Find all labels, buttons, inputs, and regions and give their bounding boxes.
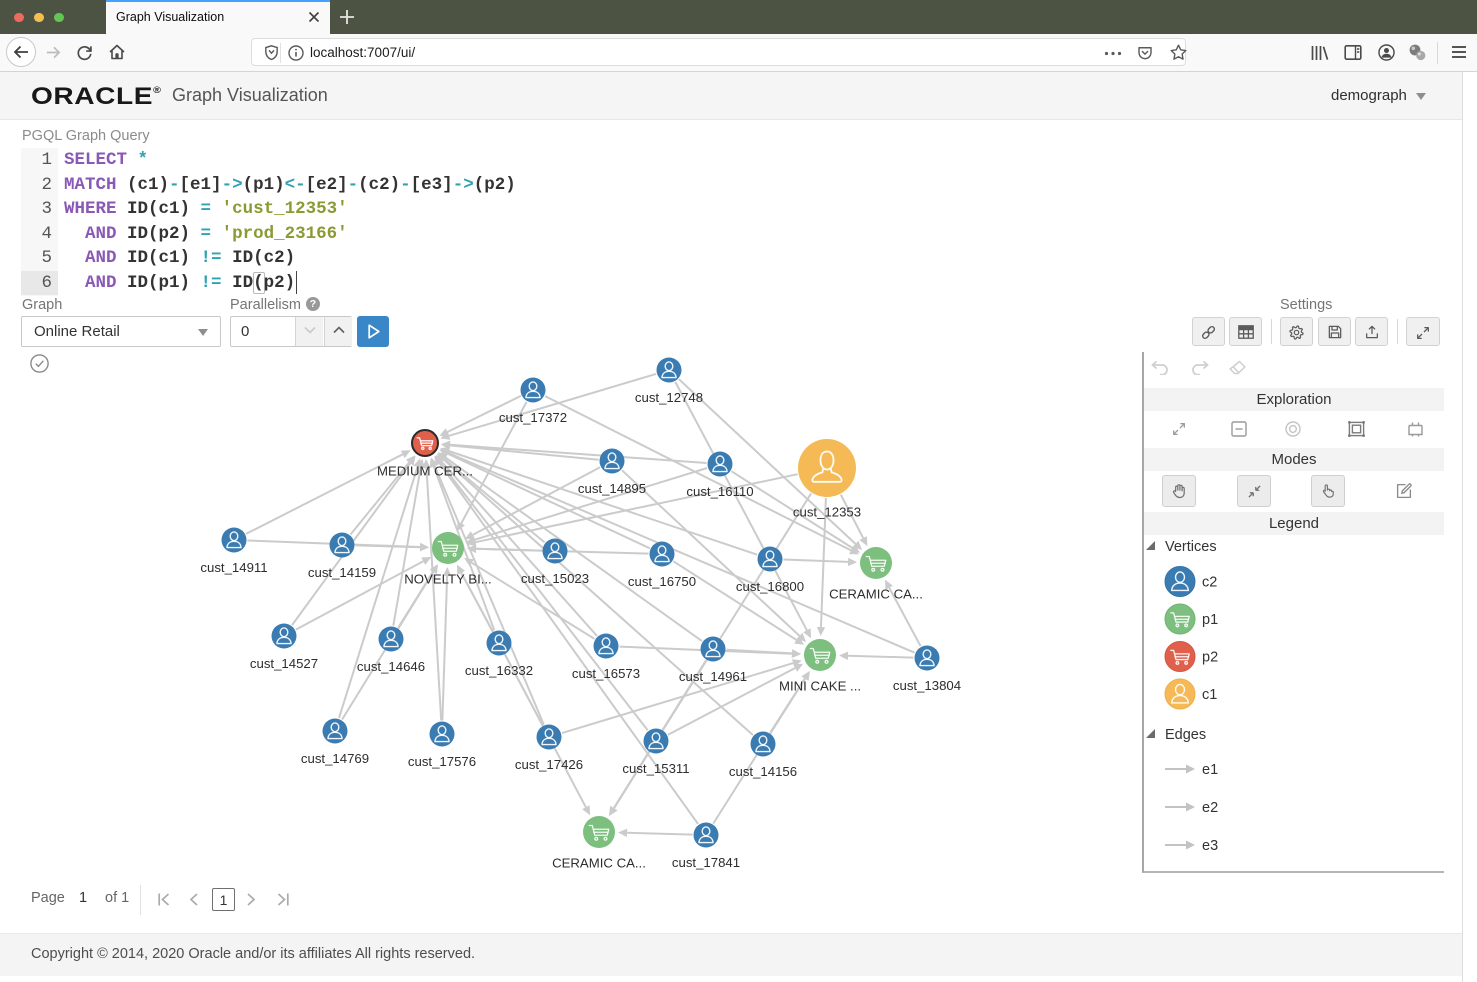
svg-text:NOVELTY BI...: NOVELTY BI...: [404, 572, 491, 587]
svg-text:cust_15311: cust_15311: [622, 761, 689, 776]
svg-text:cust_17426: cust_17426: [515, 757, 583, 772]
svg-text:cust_12748: cust_12748: [635, 390, 703, 405]
svg-text:cust_14156: cust_14156: [729, 764, 797, 779]
svg-text:cust_16750: cust_16750: [628, 574, 696, 589]
svg-text:c1: c1: [1202, 687, 1217, 703]
svg-text:e2: e2: [1202, 800, 1218, 816]
svg-text:cust_16110: cust_16110: [686, 484, 753, 499]
svg-text:cust_17372: cust_17372: [499, 410, 567, 425]
svg-text:cust_14646: cust_14646: [357, 659, 425, 674]
svg-text:cust_12353: cust_12353: [793, 505, 861, 520]
svg-text:cust_14895: cust_14895: [578, 481, 646, 496]
svg-text:p1: p1: [1202, 612, 1218, 628]
svg-text:MEDIUM CER...: MEDIUM CER...: [377, 464, 473, 479]
svg-text:cust_15023: cust_15023: [521, 571, 589, 586]
svg-text:cust_17841: cust_17841: [672, 855, 740, 870]
svg-text:cust_14769: cust_14769: [301, 751, 369, 766]
svg-text:cust_14961: cust_14961: [679, 669, 747, 684]
svg-text:CERAMIC CA...: CERAMIC CA...: [829, 587, 923, 602]
svg-text:c2: c2: [1202, 575, 1217, 591]
svg-text:cust_13804: cust_13804: [893, 678, 961, 693]
svg-text:cust_14527: cust_14527: [250, 656, 318, 671]
svg-text:e3: e3: [1202, 838, 1218, 854]
svg-text:e1: e1: [1202, 762, 1218, 778]
svg-text:p2: p2: [1202, 650, 1218, 666]
svg-text:cust_14911: cust_14911: [200, 560, 267, 575]
svg-text:cust_16332: cust_16332: [465, 663, 533, 678]
svg-text:cust_17576: cust_17576: [408, 754, 476, 769]
svg-text:CERAMIC CA...: CERAMIC CA...: [552, 856, 646, 871]
svg-text:cust_16800: cust_16800: [736, 579, 804, 594]
svg-text:cust_16573: cust_16573: [572, 666, 640, 681]
svg-text:cust_14159: cust_14159: [308, 565, 376, 580]
svg-text:MINI CAKE ...: MINI CAKE ...: [779, 679, 861, 694]
